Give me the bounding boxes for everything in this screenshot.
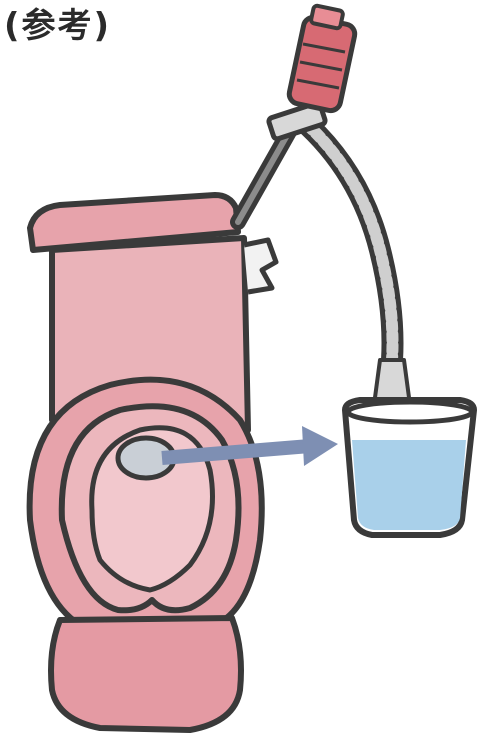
pump-rod-inner — [238, 130, 290, 222]
pump-handle-cap — [310, 5, 343, 29]
toilet-base — [51, 618, 241, 730]
flow-arrow-head — [302, 426, 338, 466]
pump-handle — [287, 16, 356, 113]
bucket-water — [352, 440, 466, 530]
flush-handle — [244, 240, 276, 292]
